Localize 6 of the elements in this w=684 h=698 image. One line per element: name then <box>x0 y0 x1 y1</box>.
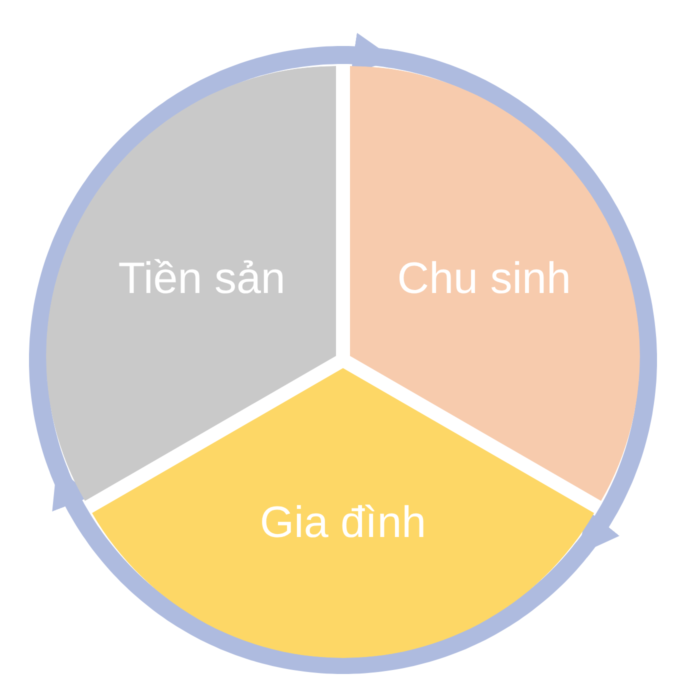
segment-label: Gia đình <box>260 498 426 548</box>
segment-label: Chu sinh <box>397 254 571 304</box>
pie-segment <box>350 66 640 501</box>
pie-segment <box>46 66 336 501</box>
pie-segment <box>92 368 594 658</box>
curved-arrow <box>50 465 590 674</box>
